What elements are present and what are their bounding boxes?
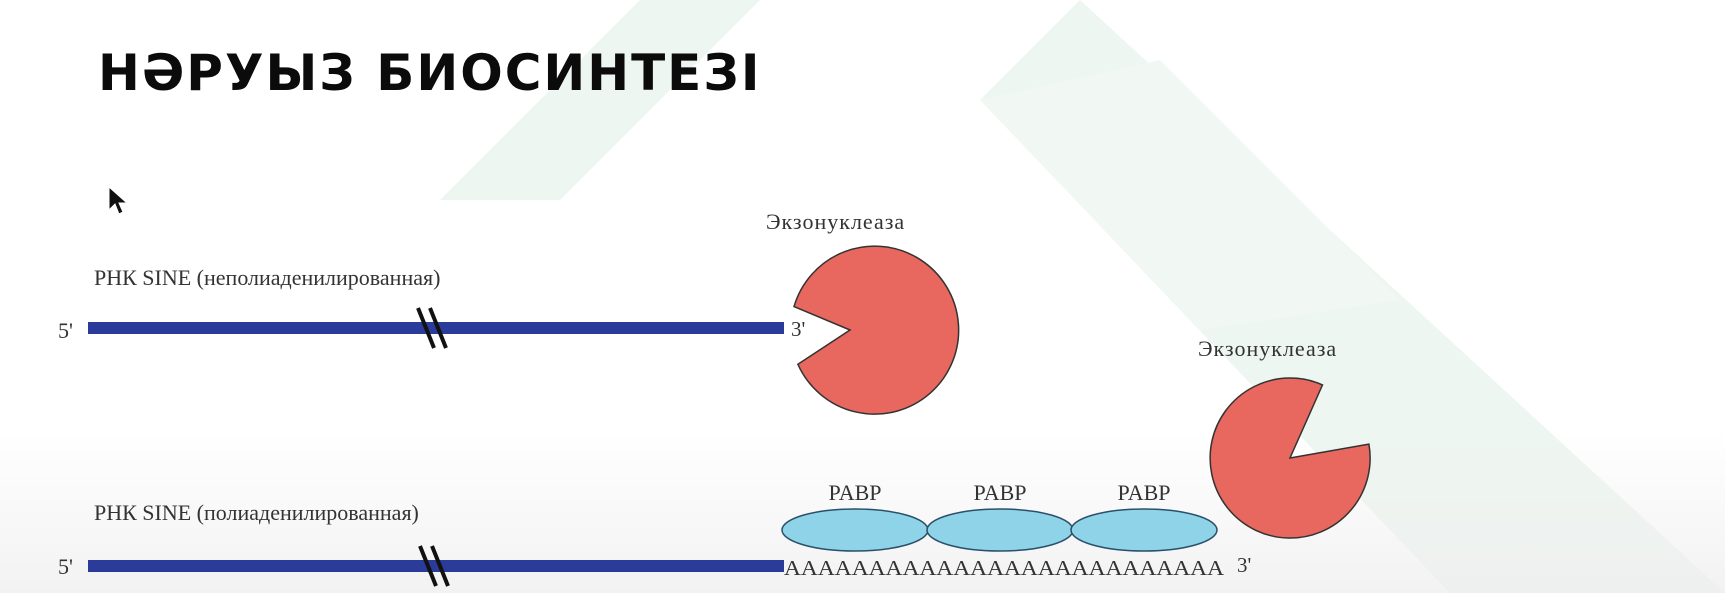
- pabp-label-2: PABP: [973, 480, 1026, 505]
- bottom-five-prime-label: 5': [58, 554, 73, 579]
- bottom-strand-group: РНК SINE (полиаденилированная) 5' PABP P…: [58, 336, 1371, 587]
- top-exonuclease-shape: [793, 245, 960, 415]
- pabp-protein-3: [1070, 508, 1218, 552]
- bottom-exonuclease-label: Экзонуклеаза: [1198, 336, 1337, 361]
- poly-a-tail: AAAAAAAAAAAAAAAAAAAAAAAAAA: [784, 556, 1225, 580]
- pabp-label-1: PABP: [828, 480, 881, 505]
- bottom-rna-strand: [88, 560, 784, 572]
- pabp-protein-2: [926, 508, 1074, 552]
- bottom-exonuclease-shape: [1209, 377, 1371, 539]
- pabp-protein-1: [781, 508, 929, 552]
- top-exonuclease-label: Экзонуклеаза: [766, 209, 905, 234]
- bg-triangle-left: [440, 0, 760, 200]
- top-five-prime-label: 5': [58, 318, 73, 343]
- bottom-strand-label: РНК SINE (полиаденилированная): [94, 500, 419, 525]
- pabp-label-3: PABP: [1117, 480, 1170, 505]
- bottom-strand-break-mark: [418, 545, 450, 587]
- slide-title: НӘРУЫЗ БИОСИНТЕЗІ: [98, 44, 762, 102]
- top-three-prime-label: 3': [791, 317, 805, 341]
- top-strand-label: РНК SINE (неполиаденилированная): [94, 265, 440, 290]
- bottom-three-prime-label: 3': [1237, 553, 1251, 577]
- mouse-pointer-icon: [108, 186, 129, 215]
- top-strand-group: РНК SINE (неполиаденилированная) 5' 3' Э…: [58, 209, 960, 415]
- bg-triangle-mid: [980, 60, 1400, 330]
- top-strand-break-mark: [416, 307, 448, 349]
